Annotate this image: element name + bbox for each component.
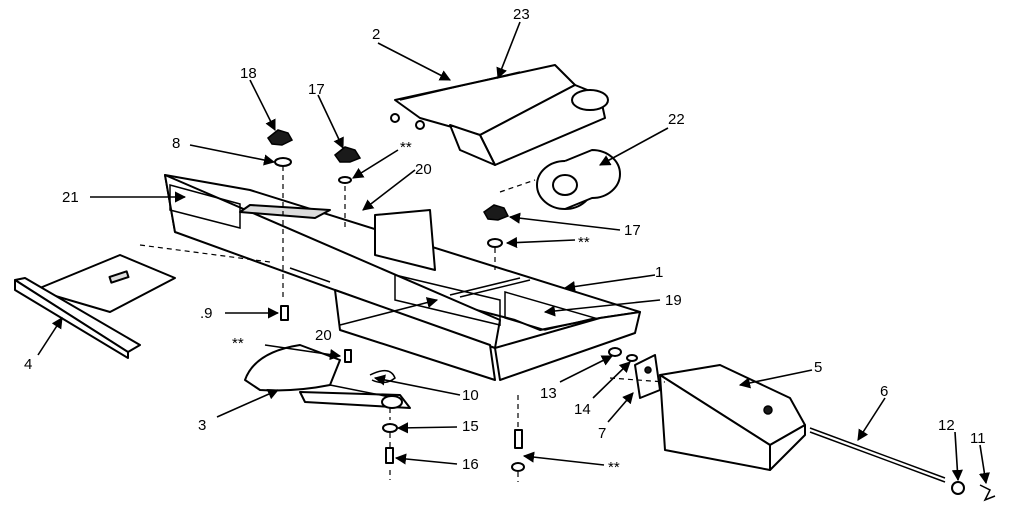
callout-16: 16 bbox=[462, 456, 479, 473]
leader-lines bbox=[37, 21, 990, 485]
callout-19: 19 bbox=[665, 292, 682, 309]
bracket-plate-part-7 bbox=[634, 354, 661, 399]
callout-13: 13 bbox=[540, 385, 557, 402]
callout-star-d: ** bbox=[608, 459, 620, 476]
callout-11: 11 bbox=[970, 430, 986, 447]
callout-2: 2 bbox=[372, 26, 380, 43]
callout-1: 1 bbox=[655, 264, 663, 281]
wing-nut-11-icon bbox=[979, 484, 996, 502]
bracket-part-3 bbox=[244, 344, 411, 409]
knob-17b-icon bbox=[483, 204, 510, 221]
callout-18: 18 bbox=[240, 65, 257, 82]
callout-7: 7 bbox=[598, 425, 606, 442]
callout-6: 6 bbox=[880, 383, 888, 400]
callout-23: 23 bbox=[513, 6, 530, 23]
callout-20b: 20 bbox=[315, 327, 332, 344]
support-bar-part-4 bbox=[14, 254, 176, 359]
callout-labels: 2 23 18 17 8 ** 20 21 22 17 ** 1 19 .9 2… bbox=[24, 6, 986, 476]
callout-21: 21 bbox=[62, 189, 79, 206]
callout-star-c: ** bbox=[232, 335, 244, 352]
end-cover-part-5 bbox=[659, 364, 806, 471]
drum-part-22 bbox=[536, 149, 621, 210]
callout-17b: 17 bbox=[624, 222, 641, 239]
alignment-lines bbox=[139, 166, 666, 482]
rod-part-6 bbox=[809, 427, 946, 483]
nut-12-icon bbox=[951, 481, 965, 495]
callout-5: 5 bbox=[814, 359, 822, 376]
callout-star-a: ** bbox=[400, 139, 412, 156]
callout-10: 10 bbox=[462, 387, 479, 404]
callout-9: .9 bbox=[200, 305, 213, 322]
callout-14: 14 bbox=[574, 401, 591, 418]
callout-4: 4 bbox=[24, 356, 32, 373]
fasteners bbox=[266, 129, 996, 502]
callout-20a: 20 bbox=[415, 161, 432, 178]
base-part-1 bbox=[164, 174, 641, 381]
callout-22: 22 bbox=[668, 111, 685, 128]
callout-12: 12 bbox=[938, 417, 955, 434]
callout-8: 8 bbox=[172, 135, 180, 152]
knob-17a-icon bbox=[333, 146, 362, 163]
knob-18-icon bbox=[266, 129, 294, 146]
guard-part-2 bbox=[390, 64, 609, 166]
callout-star-b: ** bbox=[578, 234, 590, 251]
washer-8-icon bbox=[274, 157, 292, 167]
callout-17a: 17 bbox=[308, 81, 325, 98]
callout-3: 3 bbox=[198, 417, 206, 434]
callout-15: 15 bbox=[462, 418, 479, 435]
